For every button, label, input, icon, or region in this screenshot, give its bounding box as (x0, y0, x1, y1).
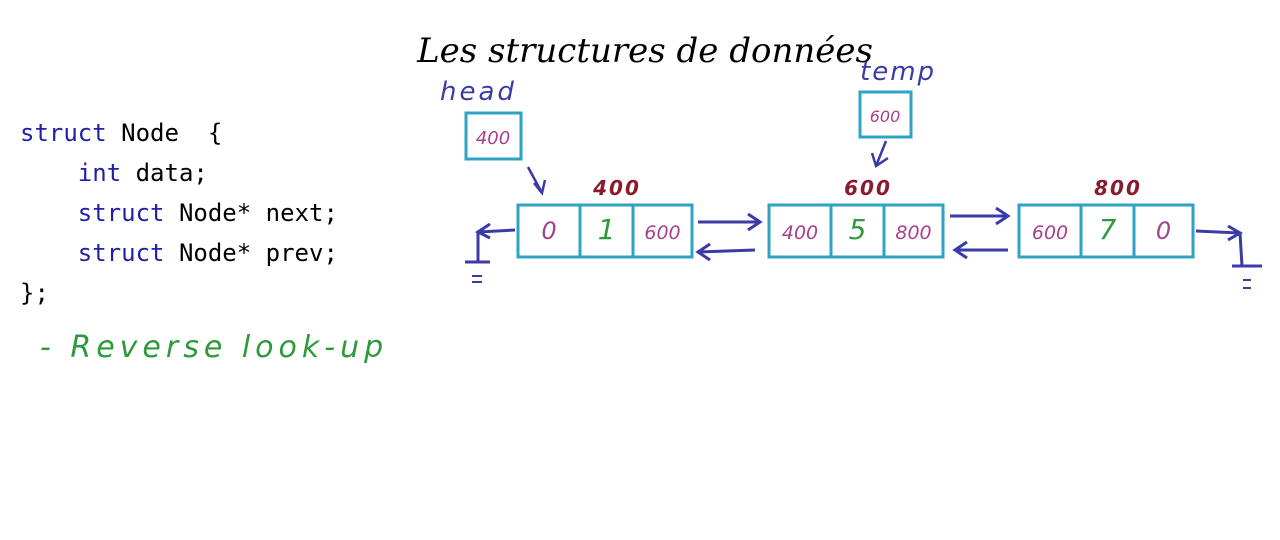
keyword: int (20, 159, 122, 187)
code-line: struct Node* prev; (20, 233, 338, 273)
temp-value: 600 (870, 107, 901, 126)
keyword: struct (20, 119, 107, 147)
node-box (1017, 203, 1195, 259)
temp-box (858, 90, 913, 139)
struct-code: struct Node { int data; struct Node* nex… (20, 113, 338, 313)
node-address: 400 (592, 176, 641, 200)
code-line: }; (20, 273, 338, 313)
code-line: struct Node* next; (20, 193, 338, 233)
node-data-value: 5 (849, 213, 867, 246)
null-ground-icon (465, 222, 516, 283)
node-address: 600 (844, 176, 892, 200)
node-next-value: 800 (895, 222, 931, 244)
code-text: Node* next; (164, 199, 338, 227)
node-box (767, 203, 945, 259)
node-box (516, 203, 694, 259)
code-text: Node { (106, 119, 223, 147)
node-next-value: 600 (644, 222, 680, 244)
note-text: - Reverse look-up (40, 330, 389, 365)
head-arrow (526, 166, 547, 196)
keyword: struct (20, 239, 165, 267)
node-data-value: 7 (1099, 213, 1117, 246)
list-node: 600 7 0 800 (1017, 176, 1195, 259)
prev-arrow (695, 240, 1008, 262)
slide-title: Les structures de données (416, 31, 873, 71)
node-data-value: 1 (598, 213, 616, 246)
null-ground-icon (1195, 224, 1262, 289)
code-line: struct Node { (20, 113, 338, 153)
head-label: head (440, 77, 517, 107)
node-prev-value: 400 (782, 222, 818, 244)
temp-label: temp (860, 57, 936, 87)
head-value: 400 (476, 128, 510, 149)
temp-arrow (870, 140, 889, 168)
node-prev-value: 0 (541, 217, 556, 245)
head-box (464, 111, 523, 161)
code-text: Node* prev; (164, 239, 338, 267)
code-line: int data; (20, 153, 338, 193)
code-text: }; (20, 279, 49, 307)
code-text: data; (121, 159, 208, 187)
keyword: struct (20, 199, 165, 227)
node-address: 800 (1094, 176, 1142, 200)
node-next-value: 0 (1156, 217, 1171, 245)
next-arrow (698, 206, 1011, 232)
node-prev-value: 600 (1032, 222, 1068, 244)
